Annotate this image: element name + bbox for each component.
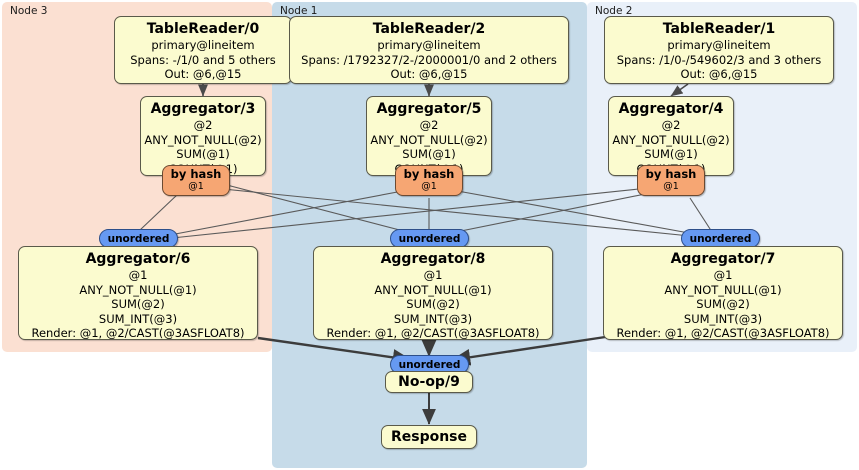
table-reader-2[interactable]: TableReader/2 primary@lineitem Spans: /1… (289, 16, 569, 84)
aggregator-4-title: Aggregator/4 (618, 101, 724, 117)
aggregator-4-line-1: ANY_NOT_NULL(@2) (612, 132, 730, 147)
aggregator-5-title: Aggregator/5 (376, 101, 482, 117)
unordered-pill-final-label: unordered (398, 358, 461, 371)
aggregator-8-render: Render: @1, @2/CAST(@3ASFLOAT8) (326, 326, 540, 340)
noop-9-title: No-op/9 (398, 374, 460, 390)
hash-router-left[interactable]: by hash @1 (162, 165, 230, 196)
aggregator-7[interactable]: Aggregator/7 @1 ANY_NOT_NULL(@1) SUM(@2)… (603, 246, 843, 340)
aggregator-4[interactable]: Aggregator/4 @2 ANY_NOT_NULL(@2) SUM(@1)… (608, 96, 734, 176)
node-panel-label-node2: Node 2 (595, 5, 633, 17)
aggregator-3-line-2: SUM(@1) (176, 147, 230, 161)
aggregator-3-line-0: @2 (193, 118, 213, 132)
hash-router-right-title: by hash (645, 167, 697, 181)
aggregator-6[interactable]: Aggregator/6 @1 ANY_NOT_NULL(@1) SUM(@2)… (18, 246, 258, 340)
aggregator-5-line-1: ANY_NOT_NULL(@2) (370, 132, 488, 147)
unordered-pill-left[interactable]: unordered (99, 229, 178, 248)
aggregator-7-line-0: @1 (713, 268, 733, 282)
aggregator-3[interactable]: Aggregator/3 @2 ANY_NOT_NULL(@2) SUM(@1)… (140, 96, 266, 176)
table-reader-1-spans: Spans: /1/0-/549602/3 and 3 others (616, 52, 822, 67)
aggregator-6-title: Aggregator/6 (85, 251, 191, 267)
unordered-pill-center[interactable]: unordered (390, 229, 469, 248)
aggregator-3-line-1: ANY_NOT_NULL(@2) (144, 132, 262, 147)
table-reader-2-spans: Spans: /1792327/2-/2000001/0 and 2 other… (301, 52, 557, 67)
aggregator-8-line-3: SUM_INT(@3) (393, 311, 473, 326)
hash-router-center-column: @1 (421, 181, 437, 192)
hash-router-center-title: by hash (403, 167, 455, 181)
aggregator-6-line-1: ANY_NOT_NULL(@1) (79, 282, 197, 297)
table-reader-2-title: TableReader/2 (372, 21, 486, 37)
table-reader-0-out: Out: @6,@15 (164, 67, 242, 81)
aggregator-5-line-0: @2 (419, 118, 439, 132)
aggregator-6-line-3: SUM_INT(@3) (98, 311, 178, 326)
table-reader-1-out: Out: @6,@15 (680, 67, 758, 81)
table-reader-1-title: TableReader/1 (662, 21, 776, 37)
table-reader-1-table: primary@lineitem (667, 38, 771, 52)
hash-router-right[interactable]: by hash @1 (637, 165, 705, 196)
aggregator-7-line-1: ANY_NOT_NULL(@1) (664, 282, 782, 297)
aggregator-7-title: Aggregator/7 (670, 251, 776, 267)
table-reader-0-spans: Spans: -/1/0 and 5 others (130, 52, 276, 67)
aggregator-8-title: Aggregator/8 (380, 251, 486, 267)
hash-router-left-column: @1 (188, 181, 204, 192)
hash-router-center[interactable]: by hash @1 (395, 165, 463, 196)
aggregator-8-line-1: ANY_NOT_NULL(@1) (374, 282, 492, 297)
aggregator-5[interactable]: Aggregator/5 @2 ANY_NOT_NULL(@2) SUM(@1)… (366, 96, 492, 176)
aggregator-8-line-2: SUM(@2) (406, 297, 460, 311)
hash-router-right-column: @1 (663, 181, 679, 192)
aggregator-5-line-2: SUM(@1) (402, 147, 456, 161)
aggregator-6-line-2: SUM(@2) (111, 297, 165, 311)
aggregator-6-render: Render: @1, @2/CAST(@3ASFLOAT8) (31, 326, 245, 340)
table-reader-0-table: primary@lineitem (151, 38, 255, 52)
unordered-pill-right-label: unordered (689, 232, 752, 245)
hash-router-left-title: by hash (170, 167, 222, 181)
node-panel-label-node3: Node 3 (10, 5, 48, 17)
table-reader-0-title: TableReader/0 (146, 21, 260, 37)
table-reader-2-out: Out: @6,@15 (390, 67, 468, 81)
response-title: Response (390, 429, 468, 445)
table-reader-1[interactable]: TableReader/1 primary@lineitem Spans: /1… (604, 16, 834, 84)
aggregator-7-line-2: SUM(@2) (696, 297, 750, 311)
aggregator-8[interactable]: Aggregator/8 @1 ANY_NOT_NULL(@1) SUM(@2)… (313, 246, 553, 340)
unordered-pill-center-label: unordered (398, 232, 461, 245)
table-reader-2-table: primary@lineitem (377, 38, 481, 52)
noop-9-box[interactable]: No-op/9 (385, 371, 473, 393)
response-box[interactable]: Response (381, 425, 477, 449)
table-reader-0[interactable]: TableReader/0 primary@lineitem Spans: -/… (114, 16, 292, 84)
aggregator-8-line-0: @1 (423, 268, 443, 282)
aggregator-7-render: Render: @1, @2/CAST(@3ASFLOAT8) (616, 326, 830, 340)
aggregator-4-line-2: SUM(@1) (644, 147, 698, 161)
aggregator-3-title: Aggregator/3 (150, 101, 256, 117)
unordered-pill-final[interactable]: unordered (390, 355, 469, 374)
aggregator-4-line-0: @2 (661, 118, 681, 132)
aggregator-6-line-0: @1 (128, 268, 148, 282)
unordered-pill-left-label: unordered (107, 232, 170, 245)
node-panel-label-node1: Node 1 (280, 5, 318, 17)
aggregator-7-line-3: SUM_INT(@3) (683, 311, 763, 326)
